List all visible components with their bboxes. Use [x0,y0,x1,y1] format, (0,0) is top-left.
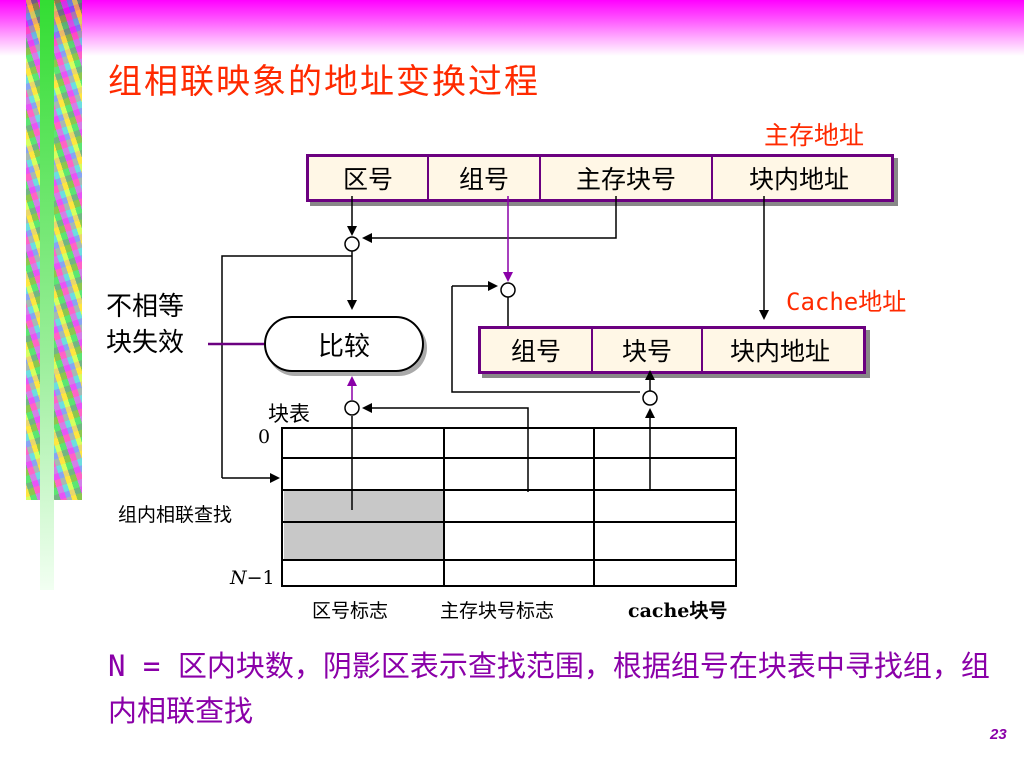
block-table-label: 块表 [268,402,310,426]
arrow-mainblock-to-node [362,196,617,243]
top-gradient-band [0,0,1024,56]
cache-address-box: 组号 块号 块内地址 [478,326,866,374]
cache-field-block: 块号 [591,329,701,371]
node-cache [642,390,658,406]
group-search-label: 组内相联查找 [118,504,233,526]
main-field-block: 主存块号 [539,157,711,199]
cache-field-offset: 块内地址 [701,329,857,371]
cache-address-label: Cache地址 [786,288,907,316]
arrow-mainblock-flag-to-node [362,403,529,492]
decorative-green-line [40,0,54,590]
cache-field-group: 组号 [510,337,561,366]
node-table [344,400,360,416]
block-table [281,427,737,587]
bottom-note: N = 区内块数，阴影区表示查找范围，根据组号在块表中寻找组，组内相联查找 [108,649,990,728]
main-field-offset: 块内地址 [711,157,885,199]
slide-title: 组相联映象的地址变换过程 [108,62,540,102]
node-top [344,236,360,252]
block-table-frame [281,427,737,587]
main-address-label: 主存地址 [764,121,865,150]
line-loop-bottom [451,286,640,393]
line-left-loop [221,255,352,478]
row-last-label: N−1 [230,567,275,589]
main-field-zone: 区号 [342,165,393,194]
mismatch-line1: 不相等 [106,292,185,322]
node-group [500,282,516,298]
main-field-group: 组号 [427,157,539,199]
main-address-box: 区号 组号 主存块号 块内地址 [306,154,894,202]
page-number: 23 [990,726,1007,743]
row-first-label: 0 [258,426,271,448]
column-label-zone: 区号标志 [312,600,389,622]
shaded-search-area [284,490,444,560]
decorative-left-strip [26,0,82,500]
column-label-block: 主存块号标志 [440,600,555,622]
column-label-cache: cache块号 [628,600,728,622]
mismatch-line2: 块失效 [106,328,185,358]
compare-box: 比较 [264,316,424,372]
